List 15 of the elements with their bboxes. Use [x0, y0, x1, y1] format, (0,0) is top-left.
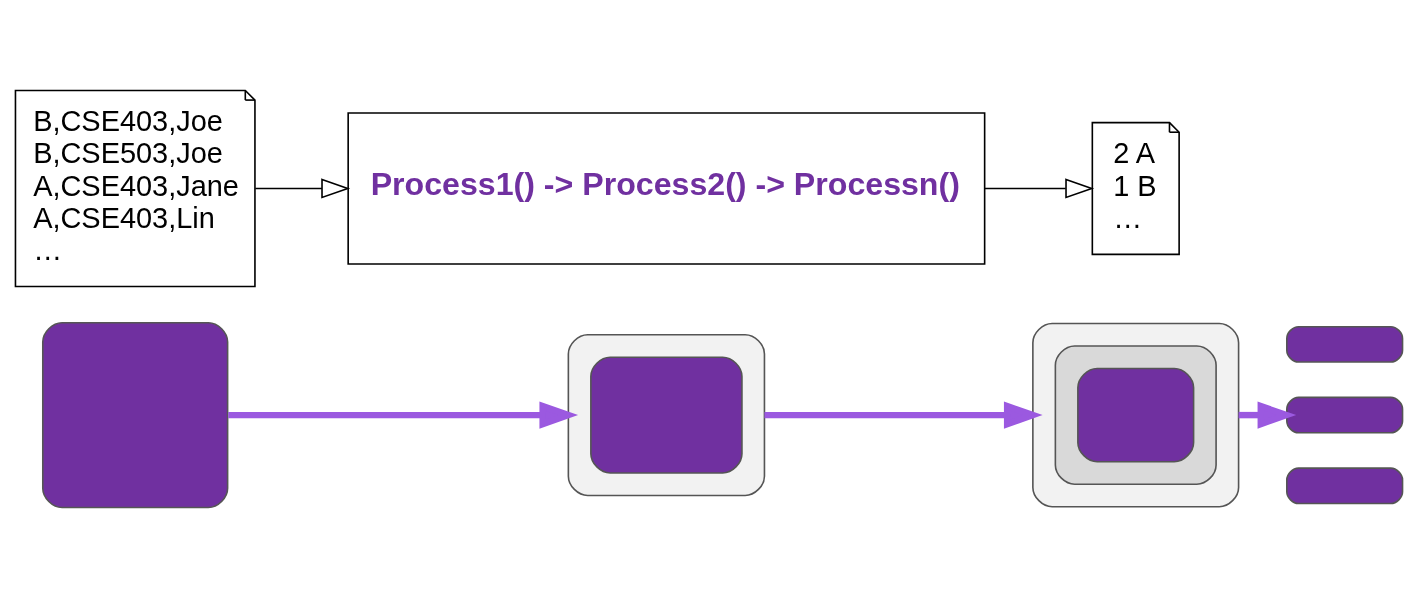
node-box: Process1() -> Process2() -> Processn() — [347, 111, 986, 265]
arrow — [228, 401, 579, 429]
node-bar — [1286, 325, 1404, 363]
node-box — [590, 355, 743, 474]
arrow — [254, 177, 351, 199]
arrow — [1238, 401, 1297, 429]
cluster — [1032, 322, 1240, 507]
node-bar — [1286, 466, 1404, 504]
arrow — [983, 177, 1095, 199]
cluster — [567, 333, 766, 496]
node-bar — [1286, 396, 1404, 434]
cluster — [1054, 344, 1217, 485]
node-box — [42, 321, 229, 508]
arrow — [764, 401, 1043, 429]
node-box — [1077, 367, 1195, 462]
